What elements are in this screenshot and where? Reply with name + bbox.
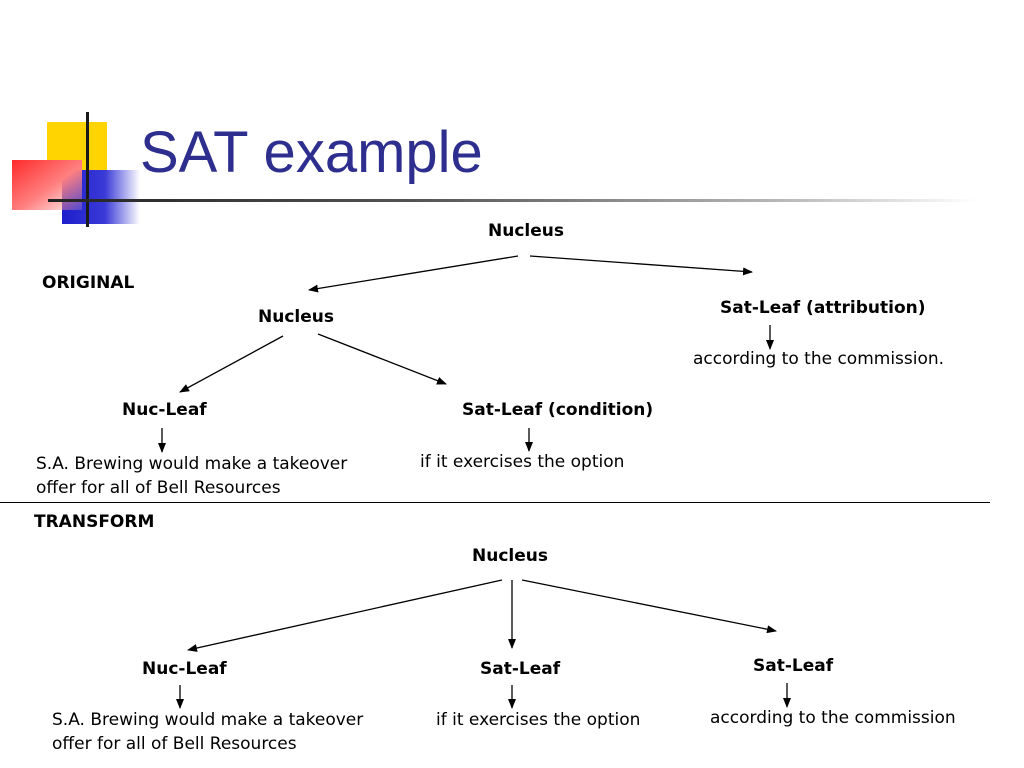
arrow-nucleus-to-nuc-leaf [179, 335, 284, 393]
transform-nuc-text-line2: offer for all of Bell Resources [52, 734, 297, 754]
original-root-node: Nucleus [488, 221, 564, 241]
arrow-t-root-to-sat-leaf-2 [521, 579, 777, 634]
original-nucleus-node: Nucleus [258, 307, 334, 327]
transform-sat-leaf-2-node: Sat-Leaf [753, 656, 834, 676]
transform-root-node: Nucleus [472, 546, 548, 566]
title-underline [48, 199, 978, 202]
transform-sat-1-text: if it exercises the option [436, 710, 641, 730]
original-label: ORIGINAL [42, 273, 135, 293]
arrow-root-to-nucleus [308, 255, 519, 293]
arrow-t-root-to-nuc-leaf [187, 579, 503, 652]
transform-label: TRANSFORM [34, 512, 155, 532]
arrow-nucleus-to-sat-condition [317, 333, 447, 385]
transform-sat-2-text: according to the commission [710, 708, 956, 728]
slide-title: SAT example [140, 120, 483, 185]
transform-sat-leaf-1-node: Sat-Leaf [480, 659, 561, 679]
decor-vertical-line [86, 112, 89, 227]
original-nuc-leaf-node: Nuc-Leaf [122, 400, 207, 420]
condition-text: if it exercises the option [420, 452, 625, 472]
transform-nuc-leaf-node: Nuc-Leaf [142, 659, 227, 679]
section-divider [0, 502, 990, 503]
sat-attribution-node: Sat-Leaf (attribution) [720, 298, 926, 318]
arrow-root-to-sat-attribution [529, 255, 753, 276]
transform-nuc-text-line1: S.A. Brewing would make a takeover [52, 710, 364, 730]
sat-condition-node: Sat-Leaf (condition) [462, 400, 654, 420]
original-nuc-text-line2: offer for all of Bell Resources [36, 478, 281, 498]
original-nuc-text-line1: S.A. Brewing would make a takeover [36, 454, 348, 474]
attribution-text: according to the commission. [693, 349, 945, 369]
